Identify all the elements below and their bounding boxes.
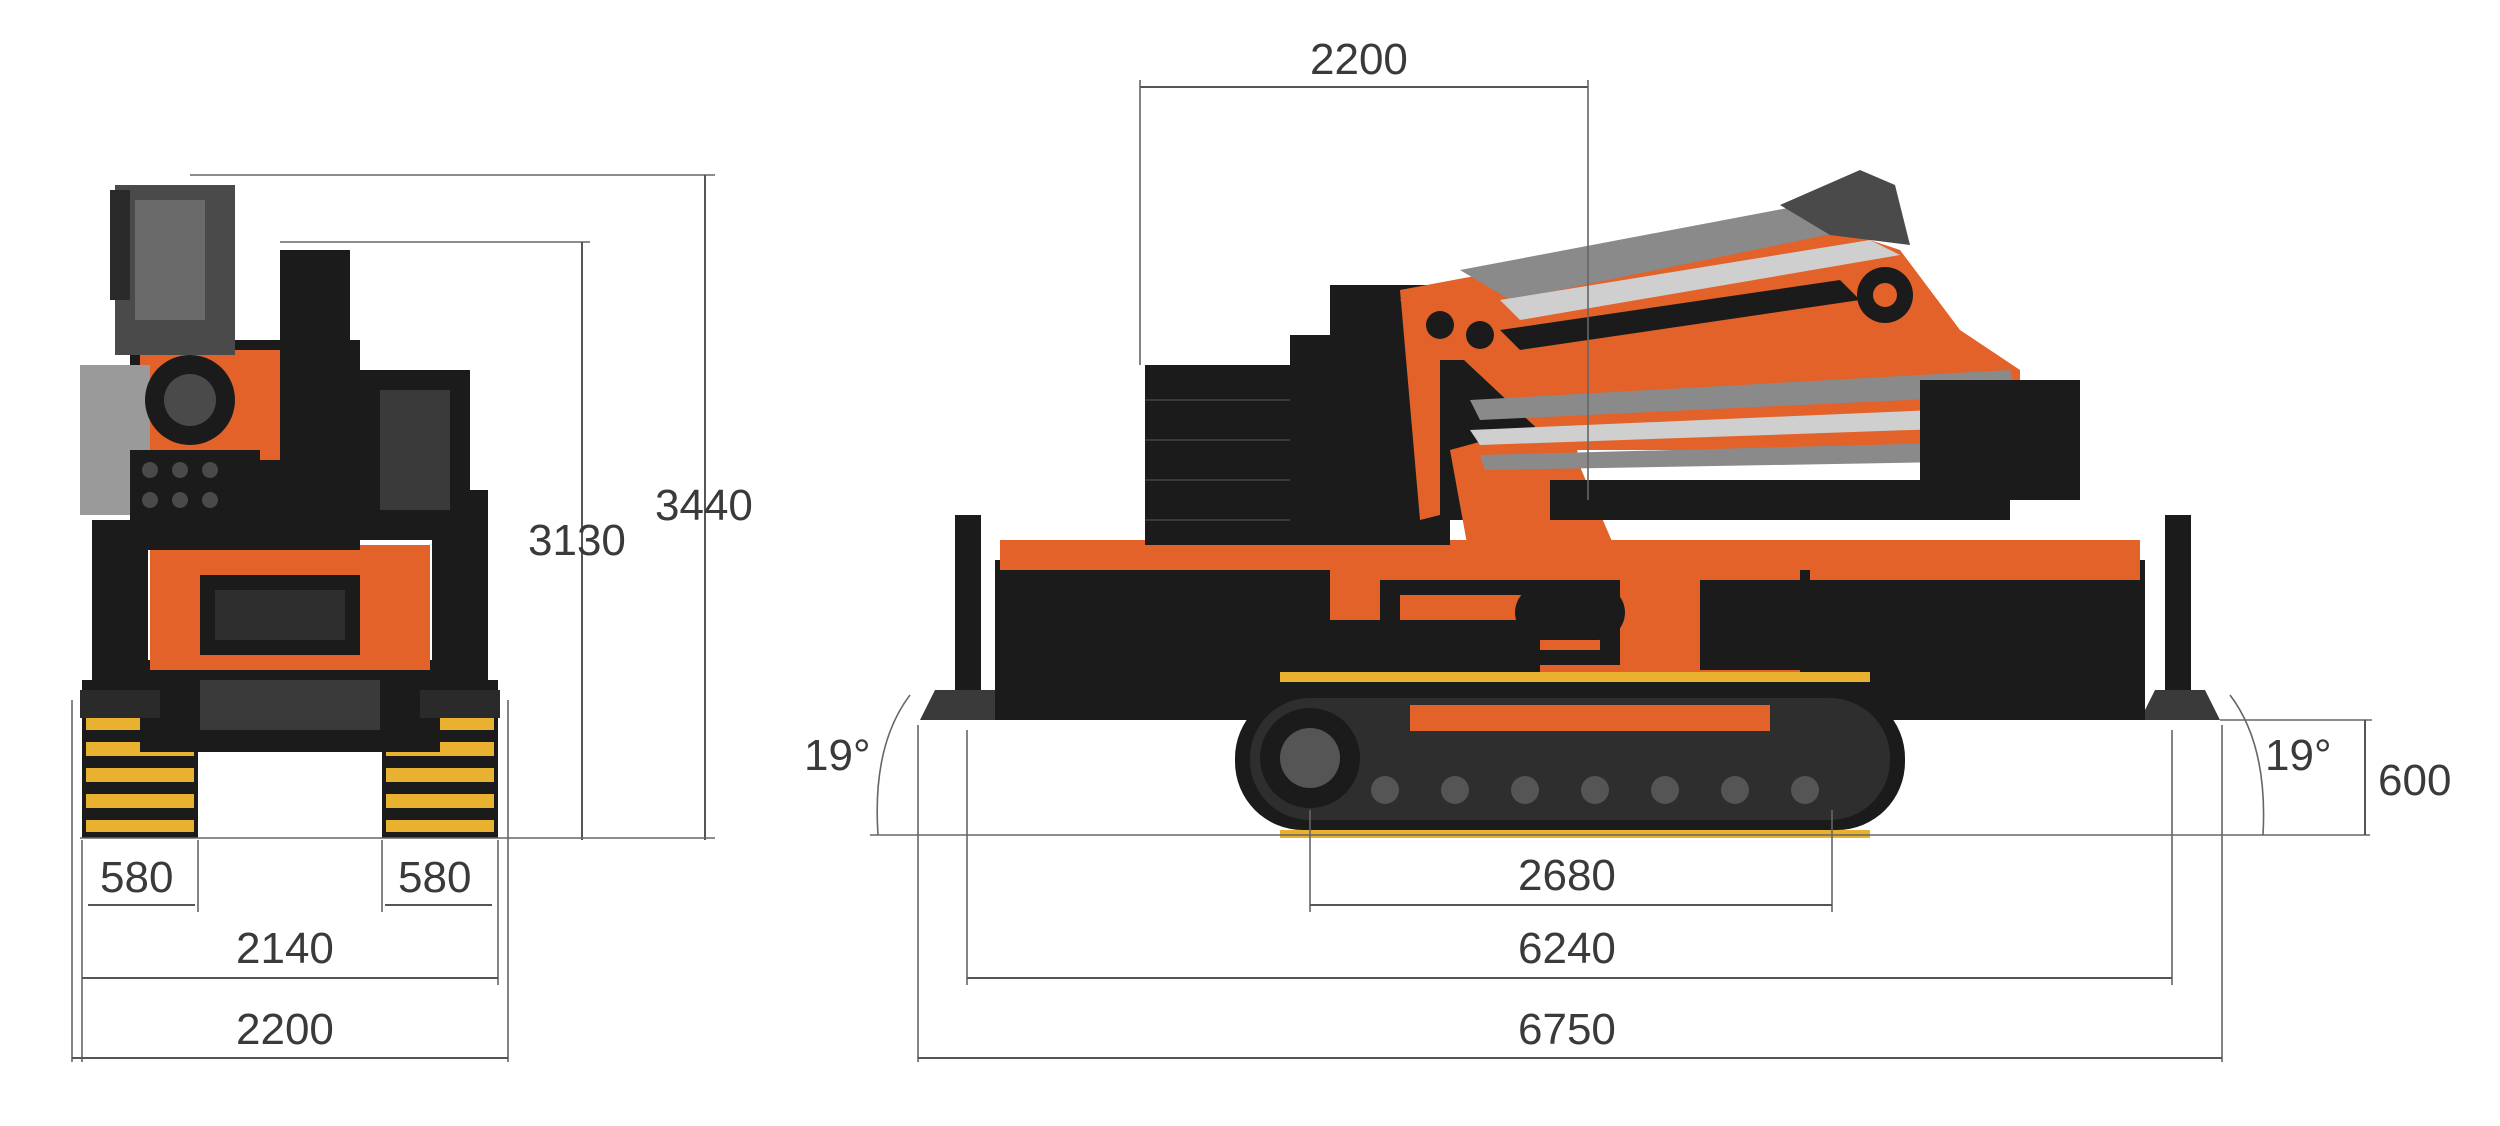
front-track-width-left-label: 580 — [100, 853, 173, 902]
side-angle-left-label: 19° — [804, 731, 871, 780]
side-view-machine — [920, 170, 2220, 838]
front-width-tracks-label: 2140 — [236, 924, 334, 973]
front-track-width-right-label: 580 — [398, 853, 471, 902]
side-height-outrigger-label: 600 — [2378, 756, 2451, 805]
side-track-length-label: 2680 — [1518, 851, 1616, 900]
front-view-dimensions: 3440 3130 580 580 2140 2200 — [71, 174, 753, 1062]
front-height-total-label: 3440 — [655, 481, 753, 530]
side-angle-right-label: 19° — [2265, 731, 2332, 780]
left-angle-arc — [876, 694, 911, 836]
front-height-boom-label: 3130 — [528, 516, 626, 565]
side-outrigger-span-label: 6240 — [1518, 924, 1616, 973]
front-width-total-label: 2200 — [236, 1005, 334, 1054]
right-angle-arc — [2229, 694, 2265, 836]
front-view-machine — [80, 185, 500, 838]
side-top-width-label: 2200 — [1310, 35, 1408, 84]
side-view-dimensions: 2200 19° 19° 600 2680 6240 6750 — [804, 35, 2451, 1062]
side-length-total-label: 6750 — [1518, 1005, 1616, 1054]
